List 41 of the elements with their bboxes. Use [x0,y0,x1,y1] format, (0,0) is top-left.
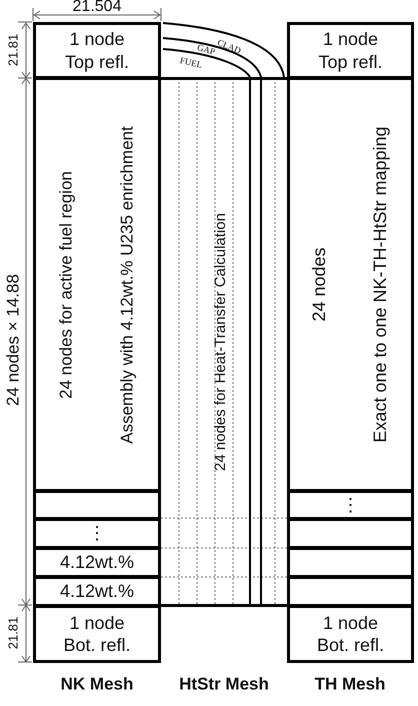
dimension-label: 24 nodes × 14.88 [4,274,22,406]
node-label: Assembly with 4.12wt.% U235 enrichment [117,126,138,444]
node-label: 1 node [322,28,378,50]
node-label: 4.12wt.% [60,551,134,574]
node-label: Exact one to one NK-TH-HtStr mapping [370,126,391,443]
mesh-cell [287,22,414,79]
column-title: HtStr Mesh [179,676,269,692]
mesh-cell [287,547,414,578]
node-label: 24 nodes for active fuel region [56,170,76,398]
node-label: Bot. refl. [316,634,384,656]
node-label: 1 node [322,612,378,634]
node-label: 24 nodes for Heat-Transfer Calculation [212,213,230,471]
column-title: TH Mesh [314,676,386,692]
mesh-cell [33,22,161,79]
mesh-cell [33,518,161,549]
mesh-cell [33,576,161,607]
mesh-cell [287,518,414,549]
node-label: Top refl. [318,50,383,73]
mesh-cell [287,490,414,520]
dimension-label: 21.504 [72,0,122,15]
node-label: 1 node [69,28,125,50]
node-label: ⋮ [342,494,360,516]
mesh-cell [33,605,161,663]
mesh-cell [33,547,161,578]
mesh-cell [287,77,414,492]
node-label: 24 nodes [309,247,330,322]
mesh-cell [33,77,161,492]
dimension-label: 21.81 [6,34,20,66]
node-label: 1 node [69,612,125,634]
node-label: Bot. refl. [63,634,131,656]
column-title: NK Mesh [60,676,134,692]
node-label: 4.12wt.% [60,580,134,603]
mesh-cell [287,576,414,607]
mesh-cell [33,490,161,520]
node-label: Top refl. [64,50,130,73]
layer-label: GAP [196,43,216,57]
node-label: ⋮ [88,522,106,545]
dimension-label: 21.81 [6,616,20,650]
mesh-cell [287,605,414,663]
layer-label: CLAD [216,38,242,56]
layer-label: FUEL [179,56,203,70]
